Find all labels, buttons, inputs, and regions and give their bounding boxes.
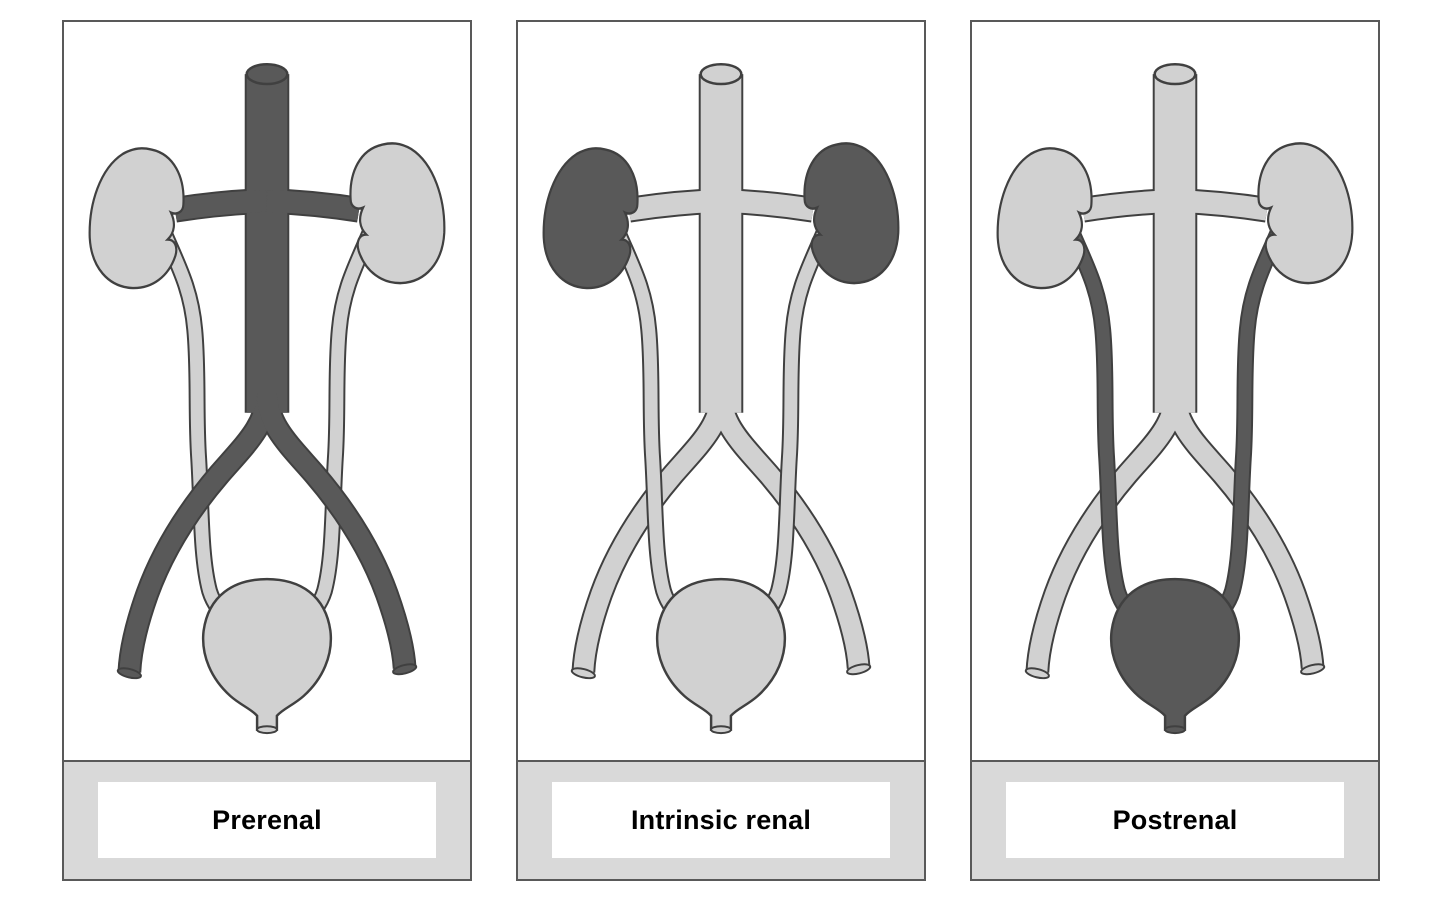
label-strip: Prerenal [62,760,472,881]
urinary-tract-illustration [64,22,470,760]
vessels-graphic [1024,62,1326,680]
panel-label: Intrinsic renal [630,804,812,835]
urethra-end-cap-icon [256,725,278,735]
panel-intrinsic-renal: Intrinsic renal [516,20,926,881]
vessel-end-cap-icon [846,663,872,676]
panel-postrenal: Postrenal [970,20,1380,881]
vessels-graphic [116,62,418,680]
vessel-end-cap-icon [116,667,142,680]
vessel-end-cap-icon [1024,667,1050,680]
label-box: Prerenal [98,782,436,858]
urinary-tract-diagram [88,62,446,735]
panel-label: Prerenal [212,804,322,835]
label-box: Postrenal [1006,782,1344,858]
right-kidney-icon [803,142,900,285]
ureters-graphic [151,217,383,632]
urinary-tract-illustration [518,22,924,760]
label-strip: Postrenal [970,760,1380,881]
bladder-graphic [1109,577,1241,735]
aorta-top-icon [245,62,289,86]
kidneys-graphic [88,142,446,290]
aorta-top-icon [699,62,743,86]
vessel-end-cap-icon [392,663,418,676]
vessels-graphic [570,62,872,680]
label-box: Intrinsic renal [552,782,890,858]
kidneys-graphic [996,142,1354,290]
ureters-graphic [605,217,837,632]
urinary-tract-illustration [972,22,1378,760]
vessel-end-cap-icon [570,667,596,680]
left-kidney-icon [996,147,1093,290]
bladder-graphic [655,577,787,735]
panel-prerenal: Prerenal [62,20,472,881]
panel-label: Postrenal [1112,804,1238,835]
left-kidney-icon [542,147,639,290]
label-strip: Intrinsic renal [516,760,926,881]
urinary-tract-diagram [542,62,900,735]
urethra-end-cap-icon [1164,725,1186,735]
right-kidney-icon [1257,142,1354,285]
left-kidney-icon [88,147,185,290]
right-kidney-icon [349,142,446,285]
ureters-graphic [1059,217,1291,632]
urinary-tract-diagram [996,62,1354,735]
urethra-end-cap-icon [710,725,732,735]
aorta-top-icon [1153,62,1197,86]
vessel-end-cap-icon [1300,663,1326,676]
bladder-graphic [201,577,333,735]
kidneys-graphic [542,142,900,290]
